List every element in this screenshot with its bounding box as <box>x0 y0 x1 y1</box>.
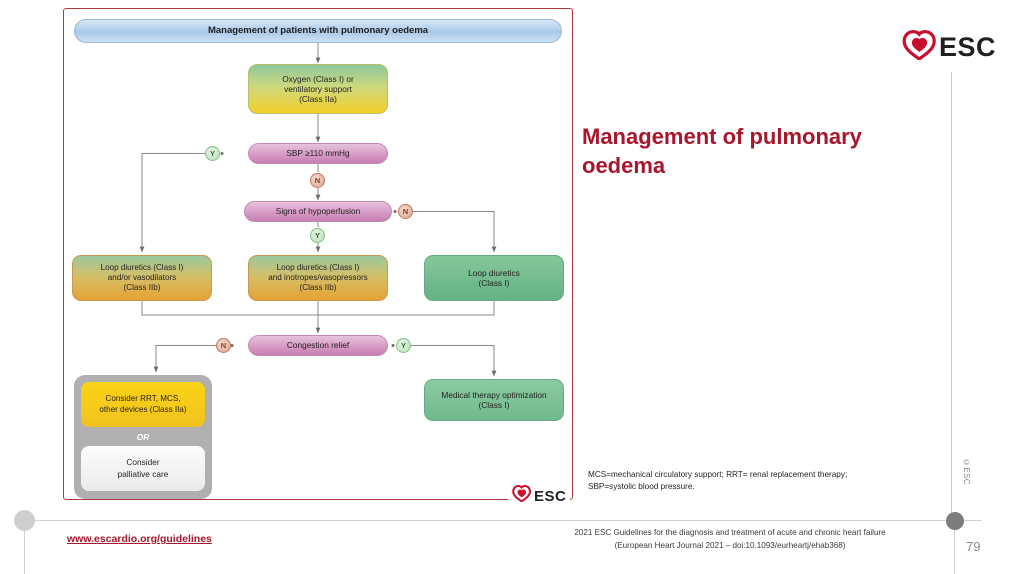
node-consider-palliative-care: Consider palliative care <box>81 446 205 491</box>
footer-dot-left <box>14 510 35 531</box>
decision-sbp-text: SBP ≥110 mmHg <box>286 148 350 159</box>
node-alternative-options-group: Consider RRT, MCS, other devices (Class … <box>74 375 212 499</box>
node-oxygen-line3: (Class IIa) <box>299 94 337 105</box>
node-loop-diuretics-inotropes: Loop diuretics (Class I) and inotropes/v… <box>248 255 388 301</box>
copyright-label: ©ESC <box>962 458 971 486</box>
node-oxygen: Oxygen (Class I) or ventilatory support … <box>248 64 388 114</box>
node-rrt-line2: other devices (Class IIa) <box>99 404 187 414</box>
node-palliative-line2: palliative care <box>117 468 169 479</box>
node-palliative-line1: Consider <box>126 457 160 468</box>
footer-tick-left <box>24 531 25 574</box>
node-consider-rrt-mcs: Consider RRT, MCS, other devices (Class … <box>81 382 205 427</box>
esc-logo: ESC <box>902 29 997 65</box>
citation: 2021 ESC Guidelines for the diagnosis an… <box>520 527 940 553</box>
node-loop-only-line2: (Class I) <box>478 278 510 288</box>
node-loop-vaso-line3: (Class IIb) <box>123 282 161 292</box>
badge-congestion-no: N <box>216 338 231 353</box>
badge-congestion-yes: Y <box>396 338 411 353</box>
badge-sbp-yes: Y <box>205 146 220 161</box>
node-loop-vaso-line2: and/or vasodilators <box>107 273 177 283</box>
node-medical-therapy-line1: Medical therapy optimization <box>441 389 547 400</box>
node-loop-diuretics-vasodilators: Loop diuretics (Class I) and/or vasodila… <box>72 255 212 301</box>
esc-wordmark: ESC <box>939 32 997 62</box>
node-loop-only-line1: Loop diuretics <box>468 267 520 278</box>
node-loop-inotropes-line1: Loop diuretics (Class I) <box>276 263 360 273</box>
esc-heart-icon <box>902 29 936 65</box>
node-medical-therapy-line2: (Class I) <box>478 400 510 410</box>
abbreviations-footnote: MCS=mechanical circulatory support; RRT=… <box>588 469 928 494</box>
esc-heart-icon <box>512 485 532 507</box>
esc-wordmark: ESC <box>534 487 567 505</box>
decision-hypoperfusion-text: Signs of hypoperfusion <box>275 206 361 217</box>
footnote-line2: SBP=systolic blood pressure. <box>588 482 695 492</box>
citation-line1: 2021 ESC Guidelines for the diagnosis an… <box>574 528 886 537</box>
decision-sbp: SBP ≥110 mmHg <box>248 143 388 164</box>
node-loop-vaso-line1: Loop diuretics (Class I) <box>100 263 184 273</box>
flowchart-title-node: Management of patients with pulmonary oe… <box>74 19 562 43</box>
footnote-line1: MCS=mechanical circulatory support; RRT=… <box>588 470 848 479</box>
node-loop-diuretics: Loop diuretics (Class I) <box>424 255 564 301</box>
badge-hypoperfusion-yes: Y <box>310 228 325 243</box>
node-loop-inotropes-line3: (Class IIb) <box>299 282 337 292</box>
flowchart-connectors <box>139 43 497 377</box>
badge-sbp-no: N <box>310 173 325 188</box>
citation-line2: (European Heart Journal 2021 – doi:10.10… <box>614 540 846 550</box>
node-rrt-line1: Consider RRT, MCS, <box>105 394 181 404</box>
label-or: OR <box>136 432 150 442</box>
flowchart-title-text: Management of patients with pulmonary oe… <box>207 25 429 37</box>
page-title: Management of pulmonary oedema <box>582 124 862 179</box>
decision-congestion-text: Congestion relief <box>286 340 350 351</box>
node-oxygen-line1: Oxygen (Class I) or <box>282 73 354 84</box>
node-medical-therapy-optimization: Medical therapy optimization (Class I) <box>424 379 564 421</box>
footer-tick-right <box>954 530 955 574</box>
flowchart-panel: Management of patients with pulmonary oe… <box>63 8 573 500</box>
decision-hypoperfusion: Signs of hypoperfusion <box>244 201 392 222</box>
node-loop-inotropes-line2: and inotropes/vasopressors <box>268 273 368 283</box>
page-number: 79 <box>966 539 981 554</box>
badge-hypoperfusion-no: N <box>398 204 413 219</box>
esc-logo-panel: ESC <box>508 485 571 507</box>
footer-divider <box>22 520 982 521</box>
node-oxygen-line2: ventilatory support <box>284 83 352 94</box>
footer-dot-right <box>946 512 964 530</box>
vertical-divider <box>951 72 952 522</box>
decision-congestion-relief: Congestion relief <box>248 335 388 356</box>
guidelines-link[interactable]: www.escardio.org/guidelines <box>67 533 212 545</box>
